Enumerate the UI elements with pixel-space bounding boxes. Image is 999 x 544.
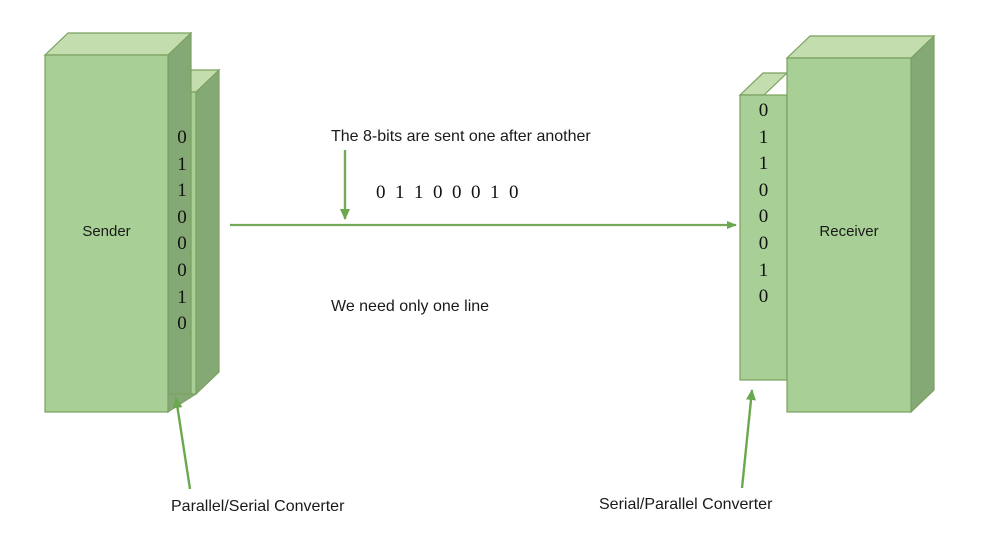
sender-label: Sender: [82, 223, 131, 240]
sender-register-bits: 0 1 1 0 0 0 1 0: [177, 127, 187, 335]
channel-note-bottom: We need only one line: [331, 298, 490, 315]
receiver-register-bits: 0 1 1 0 0 0 1 0: [758, 100, 769, 308]
receiver-body-block: [785, 34, 936, 414]
sender-body-block: [43, 31, 198, 414]
sender-converter-caption: Parallel/Serial Converter: [171, 498, 345, 515]
receiver-register-block: [738, 72, 789, 381]
sender-converter-arrow: [172, 397, 192, 490]
channel-note-top: The 8-bits are sent one after another: [331, 128, 591, 145]
receiver-label: Receiver: [819, 223, 879, 240]
serial-bit-stream: 0 1 1 0 0 0 1 0: [376, 182, 519, 203]
receiver-converter-arrow: [740, 389, 756, 489]
receiver-converter-caption: Serial/Parallel Converter: [599, 496, 773, 513]
